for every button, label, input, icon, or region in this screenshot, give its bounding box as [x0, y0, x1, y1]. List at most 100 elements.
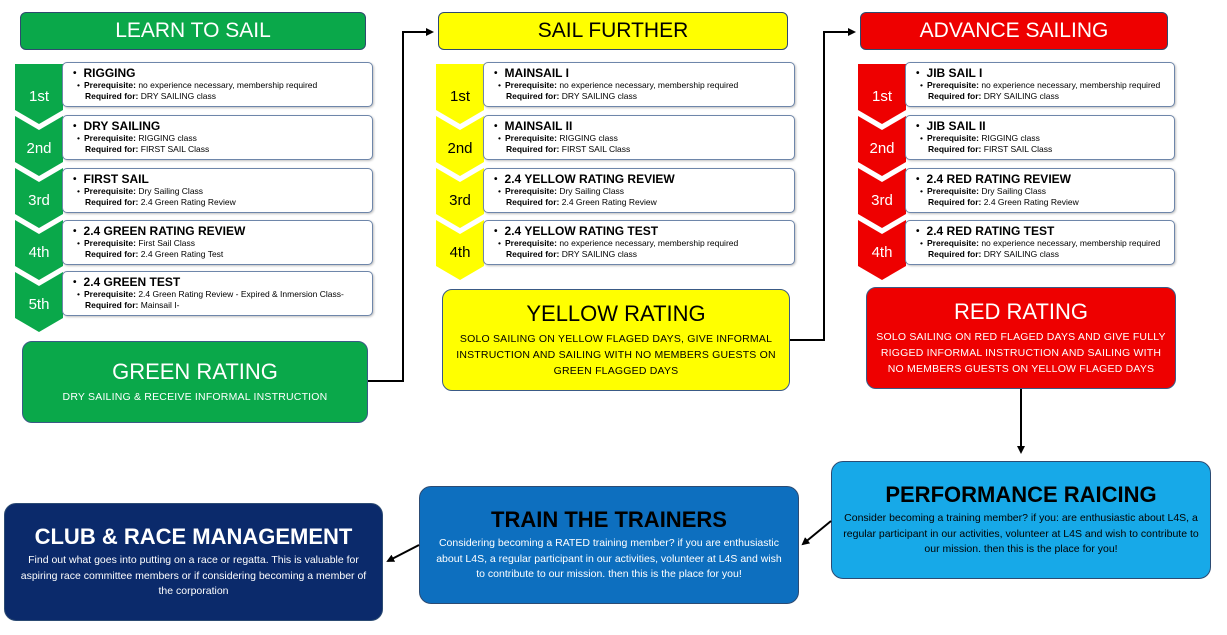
required-value: FIRST SAIL Class [983, 144, 1053, 154]
step-marker: 3rd [436, 168, 484, 228]
course-title: JIB SAIL I [916, 66, 1166, 80]
course-title: 2.4 GREEN RATING REVIEW [73, 224, 364, 238]
box-title: PERFORMANCE RAICING [885, 482, 1157, 508]
arrow-performance-to-trainers [801, 520, 832, 546]
course-title: 2.4 RED RATING REVIEW [916, 172, 1166, 186]
arrow-yellow-to-red [790, 28, 856, 341]
prereq-value: Dry Sailing Class [138, 186, 204, 196]
prereq-value: 2.4 Green Rating Review - Expired & Inme… [138, 289, 344, 299]
course-title: JIB SAIL II [916, 119, 1166, 133]
step-marker: 1st [436, 64, 484, 124]
required-value: 2.4 Green Rating Review [561, 197, 657, 207]
box-title: CLUB & RACE MANAGEMENT [34, 524, 353, 550]
prereq-label: Prerequisite: [504, 80, 557, 90]
prereq-label: Prerequisite: [83, 238, 136, 248]
course-card-dry-sailing: DRY SAILING •Prerequisite: RIGGING class… [62, 115, 373, 160]
course-title: 2.4 RED RATING TEST [916, 224, 1166, 238]
required-value: DRY SAILING class [983, 249, 1060, 259]
required-label: Required for: [85, 249, 139, 259]
required-label: Required for: [506, 91, 560, 101]
required-label: Required for: [85, 91, 139, 101]
prereq-label: Prerequisite: [926, 133, 979, 143]
course-card-first-sail: FIRST SAIL •Prerequisite: Dry Sailing Cl… [62, 168, 373, 213]
course-card-yellow-rating-test: 2.4 YELLOW RATING TEST •Prerequisite: no… [483, 220, 795, 265]
performance-racing-box: PERFORMANCE RAICING Consider becoming a … [831, 461, 1211, 579]
required-value: 2.4 Green Rating Review [983, 197, 1079, 207]
course-title: MAINSAIL II [494, 119, 786, 133]
course-card-red-rating-test: 2.4 RED RATING TEST •Prerequisite: no ex… [905, 220, 1175, 265]
learn-to-sail-header: LEARN TO SAIL [20, 12, 366, 50]
red-rating-box: RED RATING SOLO SAILING ON RED FLAGED DA… [866, 287, 1176, 389]
sail-further-header: SAIL FURTHER [438, 12, 788, 50]
box-description: Consider becoming a training member? if … [843, 512, 1199, 556]
required-value: DRY SAILING class [561, 91, 638, 101]
required-label: Required for: [928, 144, 982, 154]
required-value: FIRST SAIL Class [561, 144, 631, 154]
course-title: DRY SAILING [73, 119, 364, 133]
step-marker: 1st [15, 64, 63, 124]
yellow-rating-box: YELLOW RATING SOLO SAILING ON YELLOW FLA… [442, 289, 790, 391]
step-marker: 2nd [15, 116, 63, 176]
course-card-green-test: 2.4 GREEN TEST •Prerequisite: 2.4 Green … [62, 271, 373, 316]
course-title: MAINSAIL I [494, 66, 786, 80]
course-card-red-rating-review: 2.4 RED RATING REVIEW •Prerequisite: Dry… [905, 168, 1175, 213]
prereq-value: no experience necessary, membership requ… [138, 80, 318, 90]
prereq-value: Dry Sailing Class [559, 186, 625, 196]
required-label: Required for: [506, 249, 560, 259]
required-value: 2.4 Green Rating Test [140, 249, 224, 259]
box-description: Considering becoming a RATED training me… [436, 537, 782, 581]
course-card-jib-sail-2: JIB SAIL II •Prerequisite: RIGGING class… [905, 115, 1175, 160]
required-value: Mainsail I- [140, 300, 180, 310]
required-value: DRY SAILING class [140, 91, 217, 101]
box-title: TRAIN THE TRAINERS [491, 507, 727, 533]
prereq-label: Prerequisite: [926, 80, 979, 90]
prereq-label: Prerequisite: [83, 80, 136, 90]
prereq-label: Prerequisite: [504, 186, 557, 196]
required-label: Required for: [85, 197, 139, 207]
required-label: Required for: [85, 144, 139, 154]
prereq-value: Dry Sailing Class [981, 186, 1047, 196]
prereq-label: Prerequisite: [83, 133, 136, 143]
course-card-mainsail-1: MAINSAIL I •Prerequisite: no experience … [483, 62, 795, 107]
course-title: 2.4 YELLOW RATING REVIEW [494, 172, 786, 186]
required-value: FIRST SAIL Class [140, 144, 210, 154]
box-description: Find out what goes into putting on a rac… [20, 554, 367, 598]
rating-description: SOLO SAILING ON YELLOW FLAGED DAYS, GIVE… [456, 333, 776, 377]
course-card-green-rating-review: 2.4 GREEN RATING REVIEW •Prerequisite: F… [62, 220, 373, 265]
step-marker: 3rd [858, 168, 906, 228]
required-label: Required for: [928, 197, 982, 207]
required-label: Required for: [928, 249, 982, 259]
course-title: RIGGING [73, 66, 364, 80]
required-label: Required for: [506, 144, 560, 154]
required-label: Required for: [928, 91, 982, 101]
prereq-value: First Sail Class [138, 238, 196, 248]
advance-sailing-header: ADVANCE SAILING [860, 12, 1168, 50]
train-the-trainers-box: TRAIN THE TRAINERS Considering becoming … [419, 486, 799, 604]
prereq-label: Prerequisite: [926, 238, 979, 248]
required-label: Required for: [85, 300, 139, 310]
course-title: 2.4 YELLOW RATING TEST [494, 224, 786, 238]
prereq-value: no experience necessary, membership requ… [559, 238, 739, 248]
prereq-label: Prerequisite: [504, 238, 557, 248]
required-label: Required for: [506, 197, 560, 207]
prereq-label: Prerequisite: [83, 186, 136, 196]
arrow-green-to-yellow [368, 28, 434, 382]
required-value: DRY SAILING class [561, 249, 638, 259]
prereq-label: Prerequisite: [926, 186, 979, 196]
prereq-value: RIGGING class [981, 133, 1040, 143]
course-card-yellow-rating-review: 2.4 YELLOW RATING REVIEW •Prerequisite: … [483, 168, 795, 213]
course-title: 2.4 GREEN TEST [73, 275, 364, 289]
rating-title: GREEN RATING [112, 359, 278, 384]
prereq-value: no experience necessary, membership requ… [559, 80, 739, 90]
rating-description: DRY SAILING & RECEIVE INFORMAL INSTRUCTI… [62, 391, 328, 403]
prereq-value: RIGGING class [559, 133, 618, 143]
required-value: 2.4 Green Rating Review [140, 197, 236, 207]
rating-title: RED RATING [953, 299, 1089, 324]
prereq-value: no experience necessary, membership requ… [981, 80, 1161, 90]
course-title: FIRST SAIL [73, 172, 364, 186]
course-card-mainsail-2: MAINSAIL II •Prerequisite: RIGGING class… [483, 115, 795, 160]
green-rating-box: GREEN RATING DRY SAILING & RECEIVE INFOR… [22, 341, 368, 423]
step-marker: 1st [858, 64, 906, 124]
required-value: DRY SAILING class [983, 91, 1060, 101]
